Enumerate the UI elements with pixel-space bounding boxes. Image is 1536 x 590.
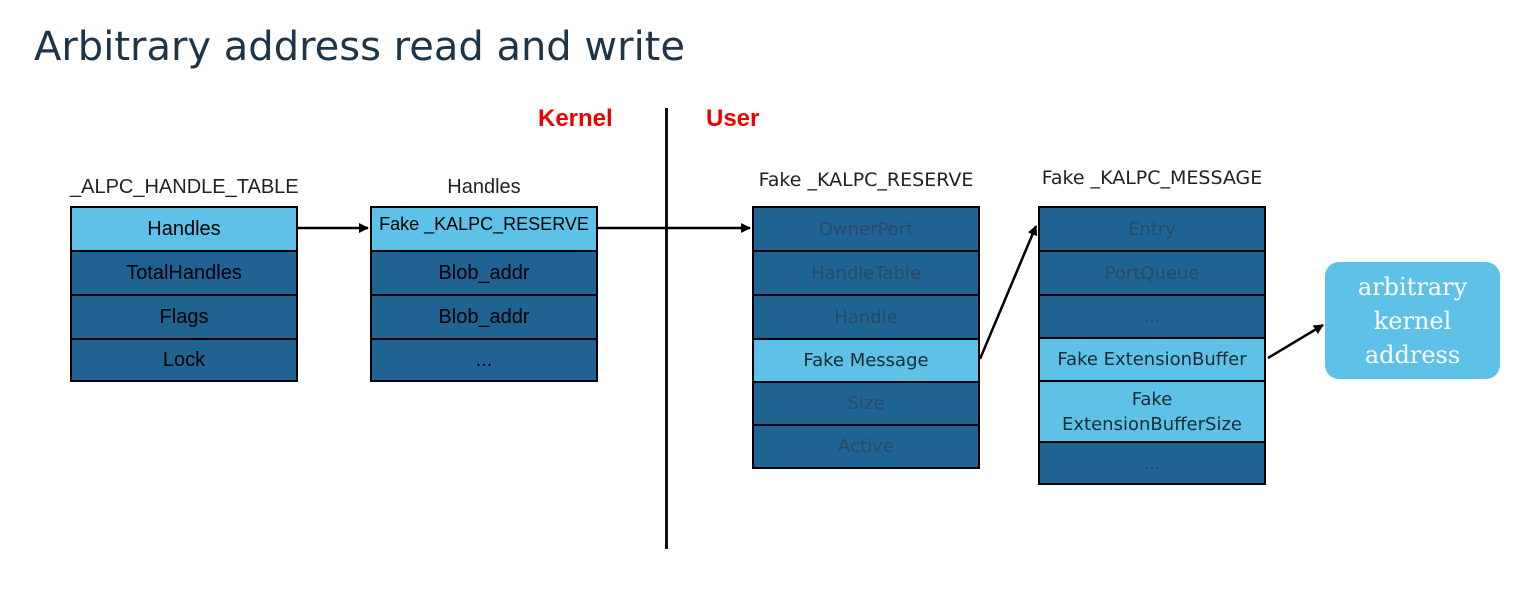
arrow-extension-buffer-to-address [1267, 323, 1324, 360]
fake-kalpc-reserve-row: HandleTable [754, 252, 978, 296]
kernel-user-divider [665, 108, 668, 549]
fake-kalpc-message-row: PortQueue [1040, 252, 1264, 296]
kernel-label: Kernel [538, 105, 613, 132]
alpc-handle-table-row: Lock [72, 340, 296, 380]
handles-row: ... [372, 340, 596, 380]
fake-kalpc-reserve-row: Fake Message [754, 340, 978, 383]
fake-kalpc-message-caption: Fake _KALPC_MESSAGE [1041, 167, 1263, 189]
fake-kalpc-reserve-row: Handle [754, 296, 978, 340]
fake-kalpc-message-row: ... [1040, 443, 1264, 483]
result-line: arbitrary [1357, 272, 1468, 301]
arrow-fake-message-to-kalpc-message [978, 225, 1038, 360]
alpc-handle-table-caption: _ALPC_HANDLE_TABLE [70, 176, 299, 198]
fake-kalpc-message-row: Fake ExtensionBuffer [1040, 339, 1264, 382]
alpc-handle-table-row: Flags [72, 296, 296, 340]
fake-kalpc-message-row: Fake ExtensionBufferSize [1040, 382, 1264, 443]
alpc-handle-table: Handles TotalHandles Flags Lock [70, 206, 298, 382]
fake-kalpc-reserve-row: Active [754, 426, 978, 467]
result-line: address [1364, 340, 1461, 369]
handles-row: Fake _KALPC_RESERVE [372, 208, 596, 252]
fake-kalpc-reserve-row: Size [754, 383, 978, 426]
handles-row: Blob_addr [372, 252, 596, 296]
alpc-handle-table-row: TotalHandles [72, 252, 296, 296]
fake-kalpc-message-row: Entry [1040, 208, 1264, 252]
fake-kalpc-message-row: ... [1040, 296, 1264, 339]
handles-caption: Handles [447, 176, 521, 198]
fake-kalpc-reserve-caption: Fake _KALPC_RESERVE [758, 169, 974, 191]
fake-kalpc-reserve-table: OwnerPort HandleTable Handle Fake Messag… [752, 206, 980, 469]
handles-row: Blob_addr [372, 296, 596, 340]
result-line: kernel [1373, 306, 1452, 335]
fake-kalpc-reserve-row: OwnerPort [754, 208, 978, 252]
fake-kalpc-message-table: Entry PortQueue ... Fake ExtensionBuffer… [1038, 206, 1266, 485]
arbitrary-kernel-address-box: arbitrary kernel address [1325, 262, 1500, 379]
alpc-handle-table-row: Handles [72, 208, 296, 252]
handles-table: Fake _KALPC_RESERVE Blob_addr Blob_addr … [370, 206, 598, 382]
page-title: Arbitrary address read and write [34, 24, 685, 70]
user-label: User [706, 105, 760, 132]
